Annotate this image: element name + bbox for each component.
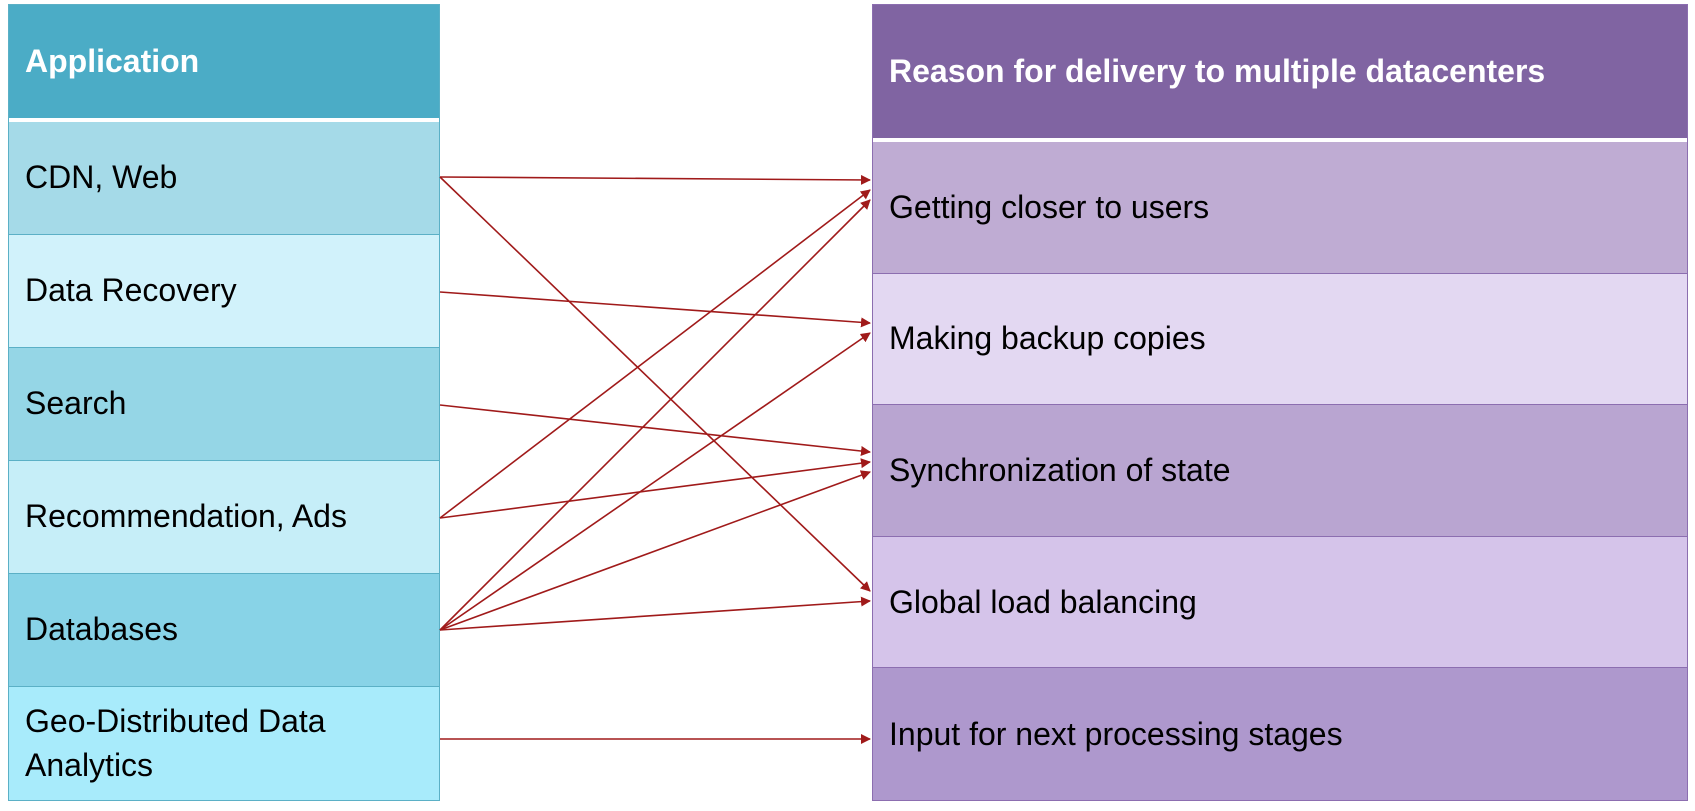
connection-arrow bbox=[439, 332, 871, 631]
application-row-databases: Databases bbox=[9, 574, 439, 687]
connection-arrow bbox=[439, 176, 871, 592]
application-row-cdn-web: CDN, Web bbox=[9, 122, 439, 235]
connection-arrow bbox=[439, 596, 871, 631]
application-row-search: Search bbox=[9, 348, 439, 461]
reason-row-state-sync: Synchronization of state bbox=[873, 405, 1687, 537]
reason-row-backup-copies: Making backup copies bbox=[873, 273, 1687, 406]
connection-arrow bbox=[439, 470, 871, 631]
connection-arrow bbox=[439, 291, 871, 328]
application-table: Application CDN, Web Data Recovery Searc… bbox=[8, 4, 440, 801]
connection-arrow bbox=[439, 174, 871, 185]
application-row-geo-distributed-analytics: Geo-Distributed Data Analytics bbox=[9, 687, 439, 800]
connection-arrow bbox=[439, 199, 871, 631]
reason-header: Reason for delivery to multiple datacent… bbox=[873, 5, 1687, 142]
reason-row-next-processing: Input for next processing stages bbox=[873, 668, 1687, 801]
reason-row-load-balancing: Global load balancing bbox=[873, 536, 1687, 669]
reason-table: Reason for delivery to multiple datacent… bbox=[872, 4, 1688, 801]
application-row-data-recovery: Data Recovery bbox=[9, 235, 439, 348]
connection-arrow bbox=[439, 404, 871, 456]
application-row-recommendation-ads: Recommendation, Ads bbox=[9, 461, 439, 574]
reason-row-closer-to-users: Getting closer to users bbox=[873, 141, 1687, 274]
connection-arrow bbox=[439, 189, 871, 519]
connection-arrow bbox=[439, 458, 871, 519]
application-header: Application bbox=[9, 5, 439, 122]
